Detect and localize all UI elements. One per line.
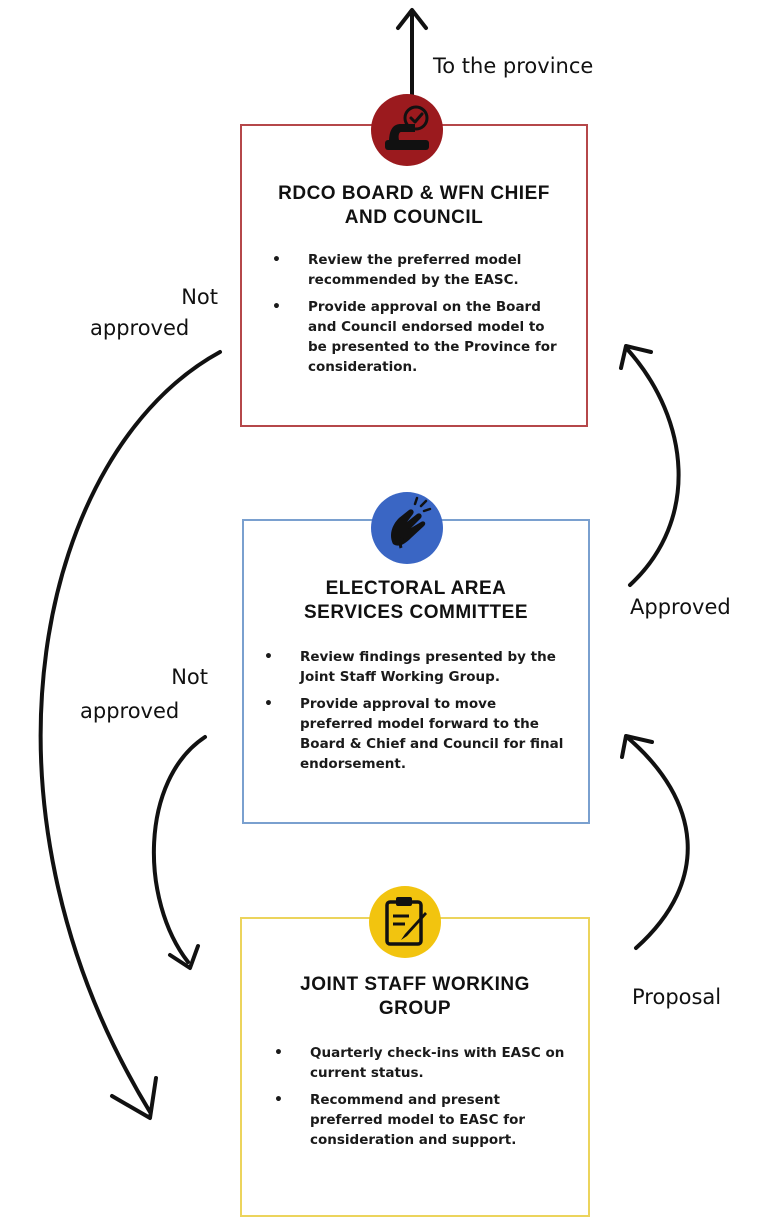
not-approved-top-label: Not [181, 285, 218, 309]
jswg-bullets: Quarterly check-ins with EASC on current… [274, 1043, 570, 1157]
approved-label: Approved [630, 595, 731, 619]
joint-staff-box: JOINT STAFF WORKING GROUP Quarterly chec… [240, 917, 590, 1217]
easc-bullet-2: Provide approval to move preferred model… [264, 694, 570, 774]
easc-title-line1: ELECTORAL AREA [325, 578, 507, 599]
rdco-title-line2: AND COUNCIL [344, 207, 484, 228]
easc-box: ELECTORAL AREA SERVICES COMMITTEE Review… [242, 519, 590, 824]
arrow-approved [626, 348, 681, 587]
arrow-not-approved-short [151, 735, 207, 964]
rdco-bullets: Review the preferred model recommended b… [272, 250, 558, 384]
easc-bullets: Review findings presented by the Joint S… [264, 647, 570, 781]
rdco-title-line1: RDCO BOARD & WFN CHIEF [278, 183, 550, 204]
easc-bullet-1: Review findings presented by the Joint S… [264, 647, 570, 687]
rdco-bullet-2: Provide approval on the Board and Counci… [272, 297, 558, 377]
clipboard-pencil-icon [369, 886, 441, 958]
jswg-title: JOINT STAFF WORKING GROUP [242, 973, 588, 1021]
rdco-board-box: RDCO BOARD & WFN CHIEF AND COUNCIL Revie… [240, 124, 588, 427]
jswg-title-line2: GROUP [378, 998, 452, 1019]
arrow-not-approved-short-head [168, 944, 200, 970]
not-approved-top-label-2: approved [90, 316, 190, 340]
arrow-approved-head [619, 344, 653, 370]
jswg-bullet-2: Recommend and present preferred model to… [274, 1090, 570, 1150]
jswg-title-line1: JOINT STAFF WORKING [300, 974, 530, 995]
arrow-not-approved-long-head [110, 1076, 158, 1120]
arrow-not-approved-long [38, 350, 222, 1114]
not-approved-mid-label: Not [171, 665, 208, 689]
to-province-label: To the province [433, 54, 594, 78]
jswg-bullet-1: Quarterly check-ins with EASC on current… [274, 1043, 570, 1083]
approval-checkmark-icon [371, 94, 443, 166]
clapping-hands-icon [371, 492, 443, 564]
arrow-to-province-head [396, 8, 428, 30]
rdco-title: RDCO BOARD & WFN CHIEF AND COUNCIL [242, 182, 586, 230]
easc-title: ELECTORAL AREA SERVICES COMMITTEE [244, 577, 588, 625]
easc-title-line2: SERVICES COMMITTEE [303, 602, 528, 623]
arrow-proposal-head [620, 734, 654, 759]
proposal-label: Proposal [632, 985, 722, 1009]
rdco-bullet-1: Review the preferred model recommended b… [272, 250, 558, 290]
not-approved-mid-label-2: approved [80, 699, 180, 723]
arrow-proposal [626, 736, 690, 950]
